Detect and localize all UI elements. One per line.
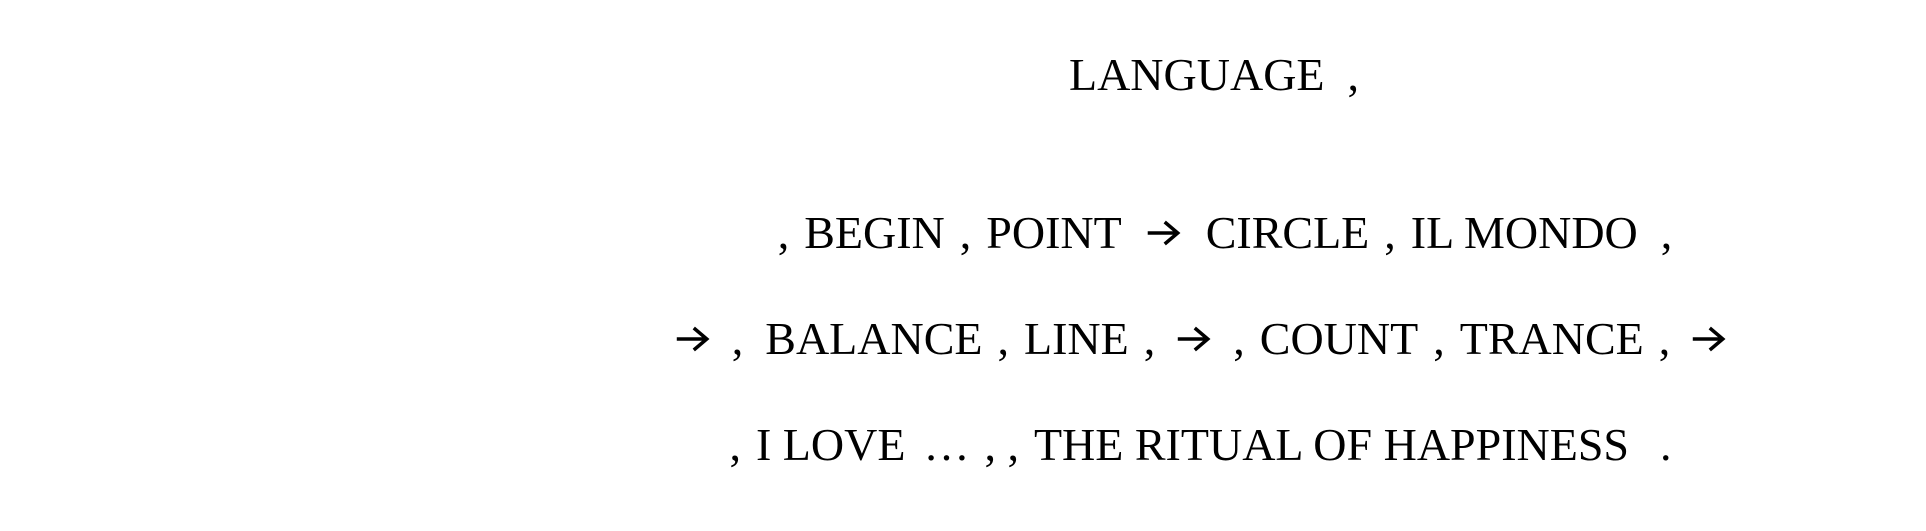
punctuation: ,	[1658, 313, 1671, 364]
ellipsis: …	[923, 419, 970, 470]
right-arrow-icon	[1690, 324, 1728, 354]
punctuation: ,	[1143, 313, 1156, 364]
text-line-1: , BEGIN , POINT CIRCLE , IL MONDO ,	[772, 210, 1679, 256]
word: POINT	[986, 207, 1122, 258]
text-line-2: , BALANCE , LINE , , COUNT , TRANCE ,	[660, 316, 1742, 362]
punctuation: ,	[997, 313, 1010, 364]
right-arrow-icon	[674, 324, 712, 354]
punctuation: ,	[1660, 207, 1673, 258]
punctuation: ,	[1384, 207, 1396, 258]
punctuation: ,	[777, 207, 790, 258]
punctuation: ,	[1433, 313, 1445, 364]
word: CIRCLE	[1205, 207, 1370, 258]
right-arrow-icon	[1145, 218, 1183, 248]
title-line: LANGUAGE ,	[1060, 52, 1368, 98]
punctuation: , ,	[984, 419, 1019, 470]
word: COUNT	[1259, 313, 1419, 364]
phrase: THE RITUAL OF HAPPINESS	[1033, 419, 1630, 470]
word: IL MONDO	[1410, 207, 1638, 258]
right-arrow-icon	[1175, 324, 1213, 354]
word: LINE	[1024, 313, 1129, 364]
word: TRANCE	[1459, 313, 1644, 364]
punctuation: ,	[1233, 313, 1245, 364]
word: BALANCE	[765, 313, 983, 364]
punctuation: ,	[959, 207, 972, 258]
punctuation: ,	[1347, 49, 1360, 100]
word: I LOVE	[755, 419, 906, 470]
period: .	[1660, 419, 1672, 470]
punctuation: ,	[731, 313, 744, 364]
punctuation: ,	[729, 419, 741, 470]
word: BEGIN	[804, 207, 945, 258]
title-text: LANGUAGE	[1068, 49, 1325, 100]
text-line-3: , I LOVE … , , THE RITUAL OF HAPPINESS .	[723, 422, 1680, 468]
